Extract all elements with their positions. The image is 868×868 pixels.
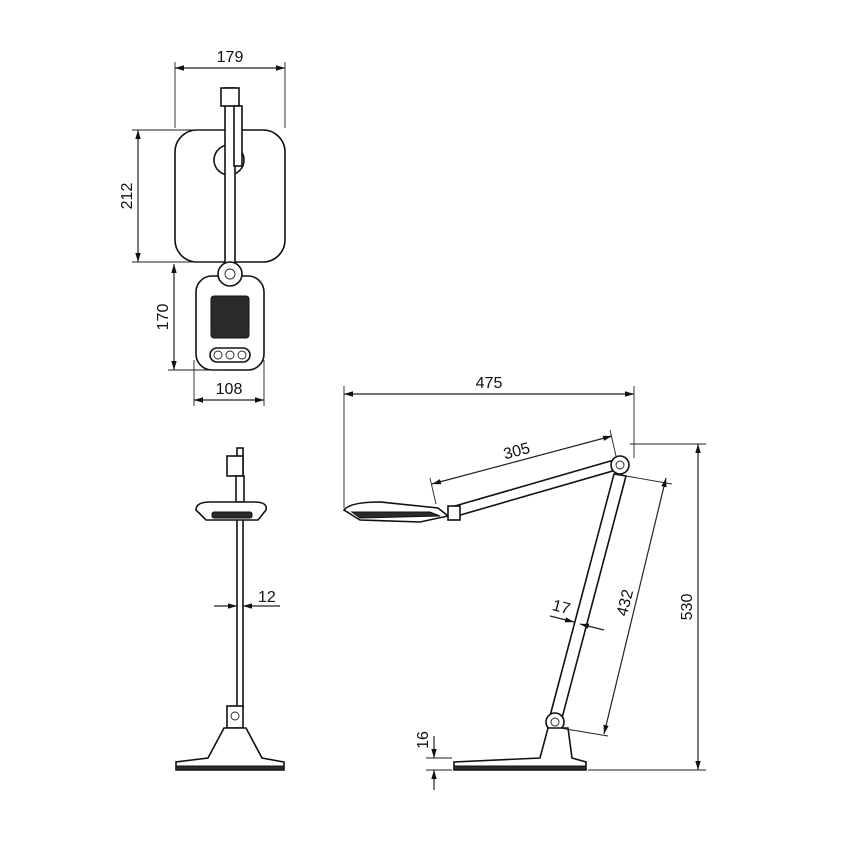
dim-height: 530	[679, 594, 696, 621]
upper-arm	[447, 458, 617, 520]
pole-clip-top	[226, 455, 244, 477]
dim-base-width: 108	[216, 381, 243, 398]
dim-reach: 475	[476, 375, 503, 392]
dim-pole-width: 12	[258, 589, 276, 606]
dim-lower-arm: 432	[614, 588, 637, 618]
dim-arm-width: 17	[550, 597, 572, 618]
control-button-1	[213, 350, 223, 360]
control-button-3	[237, 350, 247, 360]
control-strip	[209, 347, 251, 363]
dim-top-width: 179	[217, 49, 244, 66]
base-front-view	[175, 727, 285, 771]
arm-hinge-top	[233, 105, 243, 167]
side-view: 475 305 17 432 530 16	[342, 375, 706, 790]
base-joint	[217, 261, 243, 287]
base-side-view	[453, 727, 587, 771]
arm-clip-top	[220, 87, 240, 107]
dim-upper-arm: 305	[502, 440, 532, 463]
top-view: 179 212 170 108	[119, 49, 286, 406]
dim-base-depth: 170	[155, 304, 172, 331]
control-button-2	[225, 350, 235, 360]
dim-base-height: 16	[415, 731, 432, 749]
pole-hinge-bottom	[226, 705, 244, 729]
lower-arm	[549, 473, 627, 719]
front-view: 12	[175, 447, 285, 771]
elbow-joint	[610, 455, 630, 475]
dim-head-depth: 212	[119, 183, 136, 210]
light-panel	[210, 295, 250, 339]
